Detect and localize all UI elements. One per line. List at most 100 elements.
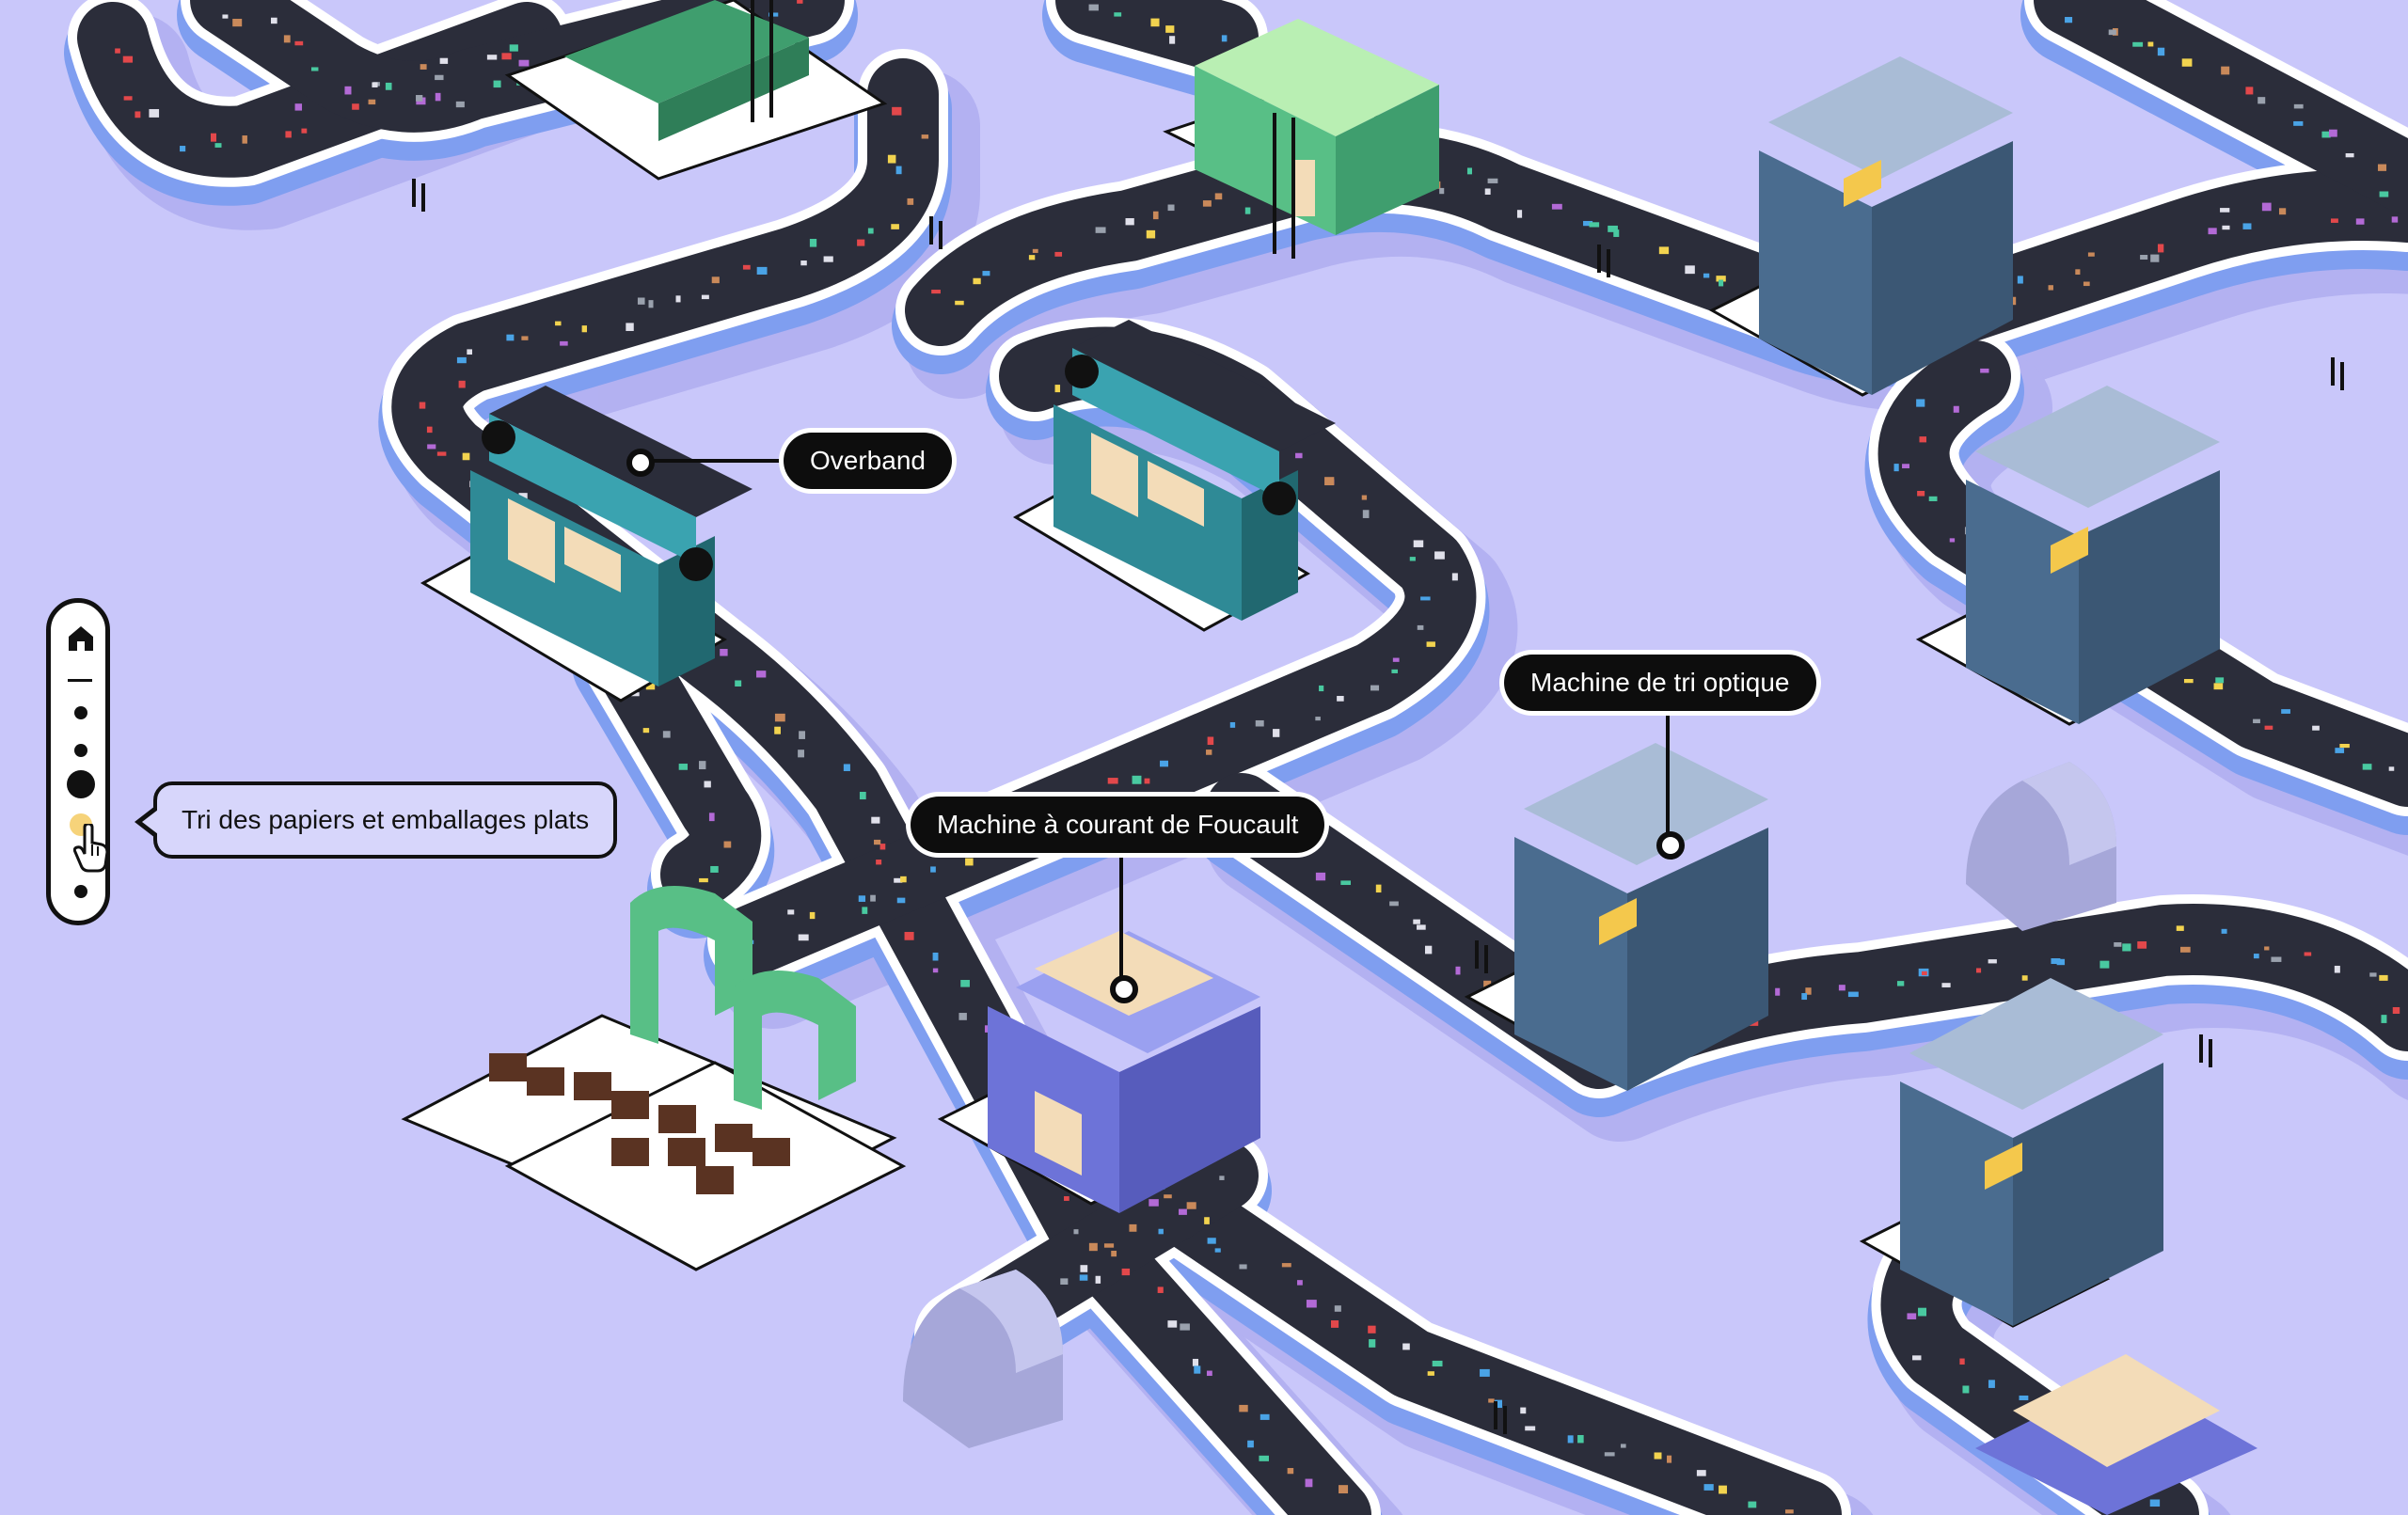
- waste-item: [1902, 464, 1909, 468]
- waste-item: [1229, 721, 1236, 728]
- waste-item: [662, 731, 671, 738]
- waste-item: [1167, 204, 1175, 212]
- waste-item: [1949, 538, 1956, 543]
- waste-item: [270, 17, 277, 24]
- waste-item: [2017, 276, 2023, 284]
- waste-item: [581, 325, 587, 333]
- waste-item: [1157, 1286, 1164, 1293]
- overband-label[interactable]: Overband: [784, 433, 952, 489]
- waste-item: [1413, 540, 1424, 547]
- waste-item: [310, 67, 319, 71]
- waste-item: [1028, 255, 1036, 260]
- waste-item: [506, 334, 515, 341]
- nav-dot-2[interactable]: [74, 744, 87, 757]
- waste-item: [1484, 188, 1491, 196]
- waste-item: [874, 839, 881, 845]
- waste-item: [857, 239, 865, 246]
- waste-item: [1480, 1368, 1490, 1377]
- waste-item: [1424, 945, 1433, 955]
- waste-item: [458, 380, 466, 388]
- waste-item: [982, 271, 990, 276]
- waste-item: [435, 74, 444, 81]
- waste-item: [1495, 1399, 1502, 1409]
- waste-item: [1483, 980, 1492, 988]
- waste-item: [518, 59, 530, 67]
- waste-item: [891, 224, 899, 229]
- waste-item: [1988, 959, 1997, 964]
- waste-item: [1466, 167, 1472, 175]
- section-navigation: [46, 598, 110, 925]
- waste-item: [1907, 1313, 1917, 1319]
- waste-item: [2183, 678, 2194, 684]
- waste-item: [2087, 252, 2095, 257]
- waste-item: [2215, 677, 2225, 684]
- waste-item: [1273, 729, 1280, 737]
- waste-item: [1214, 1248, 1221, 1253]
- waste-item: [1330, 1320, 1339, 1328]
- waste-item: [1281, 1263, 1291, 1268]
- waste-item: [2075, 269, 2081, 276]
- waste-item: [1169, 36, 1176, 44]
- eddy-current-label[interactable]: Machine à courant de Foucault: [911, 797, 1325, 853]
- eddy-current-pin[interactable]: [1110, 975, 1138, 1003]
- waste-item: [555, 321, 562, 326]
- waste-item: [809, 238, 817, 247]
- overband-pin[interactable]: [626, 449, 655, 477]
- waste-item: [1426, 641, 1435, 647]
- waste-item: [2221, 928, 2227, 934]
- waste-item: [858, 895, 866, 902]
- waste-item: [1179, 1208, 1187, 1215]
- waste-item: [708, 813, 715, 822]
- waste-item: [1247, 1440, 1254, 1448]
- waste-item: [1192, 1358, 1199, 1366]
- waste-item: [509, 44, 518, 52]
- nav-dot-5[interactable]: [74, 885, 87, 898]
- nav-dot-1[interactable]: [74, 706, 87, 719]
- nav-separator: [68, 679, 92, 682]
- waste-item: [1111, 1250, 1117, 1257]
- waste-item: [2335, 748, 2345, 753]
- waste-item: [1962, 1385, 1970, 1394]
- waste-item: [1417, 924, 1426, 930]
- home-icon[interactable]: [67, 624, 95, 653]
- waste-item: [1214, 193, 1223, 200]
- waste-item: [1921, 971, 1927, 976]
- waste-item: [1206, 750, 1212, 755]
- waste-item: [1919, 436, 1927, 443]
- belt-supports: [412, 179, 2344, 1434]
- waste-item: [637, 297, 645, 305]
- waste-item: [1912, 1355, 1922, 1361]
- waste-item: [2149, 1499, 2161, 1507]
- waste-item: [1916, 399, 1925, 407]
- waste-item: [2304, 952, 2312, 956]
- optical-sorter-3: [1464, 743, 1768, 1091]
- waste-item: [501, 53, 512, 60]
- waste-item: [1064, 1196, 1069, 1201]
- waste-item: [1613, 229, 1620, 237]
- waste-item: [2157, 47, 2165, 56]
- waste-item: [455, 101, 465, 108]
- waste-item: [2261, 202, 2272, 212]
- optical-sorter-label[interactable]: Machine de tri optique: [1504, 655, 1816, 711]
- waste-item: [372, 82, 378, 87]
- waste-item: [631, 692, 640, 697]
- waste-item: [768, 12, 779, 17]
- waste-item: [486, 55, 498, 60]
- waste-item: [1703, 273, 1710, 278]
- waste-item: [242, 135, 247, 144]
- waste-item: [115, 48, 120, 54]
- optical-sorter-pin[interactable]: [1656, 831, 1685, 860]
- nav-dot-3[interactable]: [67, 770, 95, 798]
- waste-item: [1805, 987, 1812, 995]
- waste-item: [1896, 981, 1905, 986]
- waste-item: [1219, 1176, 1225, 1180]
- waste-item: [2253, 954, 2259, 959]
- waste-item: [648, 300, 654, 308]
- waste-item: [798, 750, 805, 758]
- overband-machine-2: [1012, 320, 1336, 632]
- waste-item: [1959, 1358, 1965, 1365]
- eddy-current-machine-2: [1975, 1354, 2258, 1515]
- optical-sorter-1: [1708, 56, 2013, 397]
- green-machine: [1163, 19, 1439, 259]
